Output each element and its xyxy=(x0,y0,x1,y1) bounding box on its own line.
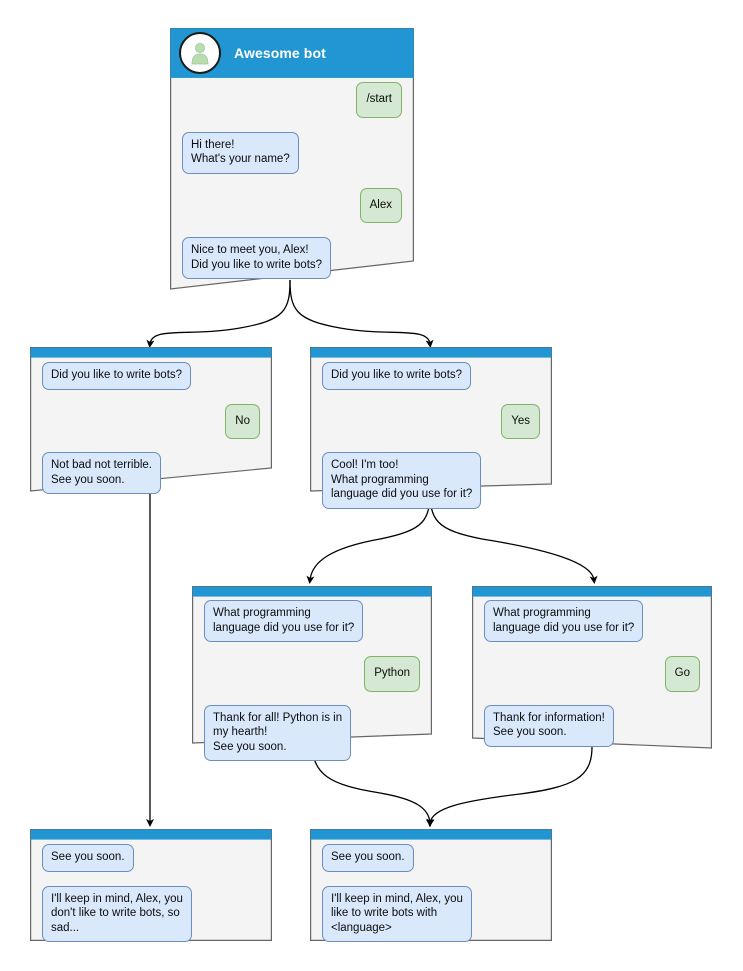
message-row: I'll keep in mind, Alex, you like to wri… xyxy=(310,885,552,942)
node-header-bar xyxy=(192,586,432,596)
flow-node-language-python[interactable]: What programming language did you use fo… xyxy=(192,586,432,761)
message-list: Did you like to write bots? No Not bad n… xyxy=(30,362,272,494)
message-row: Not bad not terrible. See you soon. xyxy=(30,452,272,494)
user-message-bubble[interactable]: Go xyxy=(664,656,700,692)
flow-node-start[interactable]: Awesome bot /start Hi there! What's your… xyxy=(170,28,414,290)
bot-message-bubble[interactable]: I'll keep in mind, Alex, you don't like … xyxy=(42,885,192,942)
node-content: What programming language did you use fo… xyxy=(192,586,432,761)
node-header-bar xyxy=(472,586,712,596)
person-avatar-icon xyxy=(179,31,221,74)
message-list: See you soon. I'll keep in mind, Alex, y… xyxy=(30,844,272,942)
user-message-bubble[interactable]: Alex xyxy=(359,187,402,223)
flow-node-language-go[interactable]: What programming language did you use fo… xyxy=(472,586,712,749)
message-row: Thank for information! See you soon. xyxy=(472,704,712,747)
message-row: What programming language did you use fo… xyxy=(472,600,712,642)
bot-message-bubble[interactable]: Not bad not terrible. See you soon. xyxy=(42,452,162,494)
bot-message-bubble[interactable]: What programming language did you use fo… xyxy=(484,600,644,642)
bot-message-bubble[interactable]: Did you like to write bots? xyxy=(42,362,192,390)
message-row: Thank for all! Python is in my hearth! S… xyxy=(192,704,432,761)
message-list: What programming language did you use fo… xyxy=(472,600,712,747)
bot-message-bubble[interactable]: Thank for information! See you soon. xyxy=(484,704,614,747)
message-list: /start Hi there! What's your name? Alex … xyxy=(170,82,414,279)
bot-message-bubble[interactable]: Did you like to write bots? xyxy=(322,362,472,390)
message-row: Alex xyxy=(170,187,414,223)
edge-go-to-end-happy xyxy=(426,746,593,827)
node-content: Did you like to write bots? No Not bad n… xyxy=(30,347,272,494)
node-header-bar xyxy=(30,829,272,839)
message-row: See you soon. xyxy=(30,844,272,872)
node-content: What programming language did you use fo… xyxy=(472,586,712,749)
bot-message-bubble[interactable]: Hi there! What's your name? xyxy=(182,131,299,174)
message-list: What programming language did you use fo… xyxy=(192,600,432,761)
message-row: Nice to meet you, Alex! Did you like to … xyxy=(170,237,414,279)
message-row: See you soon. xyxy=(310,844,552,872)
message-row: No xyxy=(30,403,272,439)
message-row: Did you like to write bots? xyxy=(310,362,552,390)
bot-message-bubble[interactable]: See you soon. xyxy=(322,844,414,872)
flow-node-end-sad[interactable]: See you soon. I'll keep in mind, Alex, y… xyxy=(30,829,272,942)
message-row: I'll keep in mind, Alex, you don't like … xyxy=(30,885,272,942)
message-row: Yes xyxy=(310,403,552,439)
message-row: Cool! I'm too! What programming language… xyxy=(310,452,552,509)
message-list: Did you like to write bots? Yes Cool! I'… xyxy=(310,362,552,509)
node-content: See you soon. I'll keep in mind, Alex, y… xyxy=(30,829,272,942)
bot-title: Awesome bot xyxy=(234,44,326,61)
flow-node-answer-no[interactable]: Did you like to write bots? No Not bad n… xyxy=(30,347,272,494)
bot-message-bubble[interactable]: See you soon. xyxy=(42,844,134,872)
bot-message-bubble[interactable]: Nice to meet you, Alex! Did you like to … xyxy=(182,237,332,279)
message-row: Python xyxy=(192,656,432,692)
node-header-bar xyxy=(310,347,552,357)
message-row: Go xyxy=(472,656,712,692)
node-content: Awesome bot /start Hi there! What's your… xyxy=(170,28,414,290)
user-message-bubble[interactable]: /start xyxy=(356,82,402,118)
node-header-bar xyxy=(310,829,552,839)
node-content: See you soon. I'll keep in mind, Alex, y… xyxy=(310,829,552,942)
bot-message-bubble[interactable]: What programming language did you use fo… xyxy=(204,600,364,642)
message-row: What programming language did you use fo… xyxy=(192,600,432,642)
user-message-bubble[interactable]: Yes xyxy=(501,403,540,439)
bot-header: Awesome bot xyxy=(170,28,414,77)
node-header-bar xyxy=(30,347,272,357)
message-list: See you soon. I'll keep in mind, Alex, y… xyxy=(310,844,552,942)
bot-message-bubble[interactable]: Thank for all! Python is in my hearth! S… xyxy=(204,704,352,761)
user-message-bubble[interactable]: Python xyxy=(364,656,420,692)
message-row: Did you like to write bots? xyxy=(30,362,272,390)
flow-node-end-happy[interactable]: See you soon. I'll keep in mind, Alex, y… xyxy=(310,829,552,942)
user-message-bubble[interactable]: No xyxy=(225,403,260,439)
bot-message-bubble[interactable]: I'll keep in mind, Alex, you like to wri… xyxy=(322,885,472,942)
message-row: /start xyxy=(170,82,414,118)
node-content: Did you like to write bots? Yes Cool! I'… xyxy=(310,347,552,509)
flow-node-answer-yes[interactable]: Did you like to write bots? Yes Cool! I'… xyxy=(310,347,552,509)
bot-message-bubble[interactable]: Cool! I'm too! What programming language… xyxy=(322,452,482,509)
message-row: Hi there! What's your name? xyxy=(170,131,414,174)
